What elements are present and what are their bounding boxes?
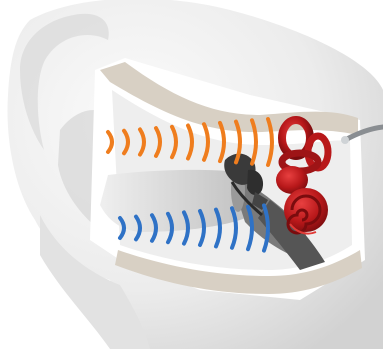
headset-transducer bbox=[341, 136, 349, 144]
